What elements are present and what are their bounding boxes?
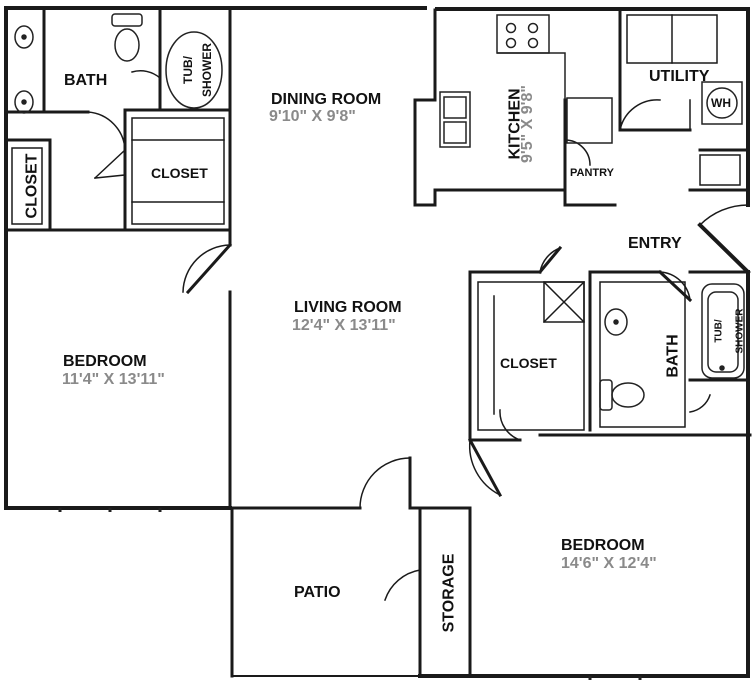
- label-storage: STORAGE: [440, 553, 458, 633]
- toilet-icon: [599, 379, 613, 411]
- door-bath-second-tub: [689, 394, 711, 413]
- door-patio: [359, 457, 411, 509]
- door-master-bath: [87, 111, 126, 151]
- exterior-walls: [4, 6, 750, 678]
- door-bath-tub: [131, 70, 162, 80]
- label-bath-master: BATH: [64, 72, 108, 89]
- label-bedroom-left: BEDROOM: [63, 353, 147, 370]
- tub-icon: [165, 31, 223, 109]
- label-utility: UTILITY: [649, 68, 710, 85]
- label-bath-second: BATH: [664, 334, 682, 378]
- interior-walls: [4, 8, 752, 678]
- door-pantry: [564, 139, 591, 166]
- fixtures: [14, 13, 745, 680]
- label-kitchen-dim: 9'5" X 9'8": [518, 85, 536, 163]
- sink-icon: [14, 90, 34, 114]
- door-storage: [384, 569, 421, 601]
- door-entry: [698, 204, 749, 227]
- label-closet-master: CLOSET: [151, 165, 208, 181]
- label-closet-right: CLOSET: [500, 355, 557, 371]
- label-closet-left: CLOSET: [23, 153, 41, 219]
- kitchen-sink-icon: [439, 91, 471, 148]
- stove-icon: [496, 14, 550, 54]
- sink-icon: [14, 25, 34, 49]
- door-master-closet: [94, 174, 126, 179]
- label-dining-room: DINING ROOM: [271, 91, 382, 108]
- label-bedroom-right-dim: 14'6" X 12'4": [561, 555, 657, 572]
- label-living-room: LIVING ROOM: [294, 299, 402, 316]
- label-tub-master-2: SHOWER: [200, 43, 214, 97]
- label-bedroom-right: BEDROOM: [561, 537, 645, 554]
- label-tub-master-1: TUB/: [181, 56, 195, 84]
- door-bedroom-left: [182, 244, 231, 293]
- closet-outlines: [11, 14, 741, 431]
- sink-icon: [604, 308, 628, 336]
- label-pantry: PANTRY: [570, 167, 614, 179]
- label-patio: PATIO: [294, 584, 341, 601]
- refrigerator-icon: [566, 97, 613, 144]
- door-bedroom-right: [468, 439, 502, 497]
- door-right-bath: [659, 271, 691, 301]
- door-swings: [87, 70, 751, 631]
- water-heater-icon: [701, 81, 743, 125]
- label-bedroom-left-dim: 11'4" X 13'11": [62, 371, 165, 388]
- label-living-dim: 12'4" X 13'11": [292, 317, 396, 334]
- door-closet-right-2: [499, 409, 521, 441]
- label-tub-second-2: SHOWER: [734, 308, 746, 354]
- label-dining-dim: 9'10" X 9'8": [269, 108, 356, 125]
- label-tub-second-1: TUB/: [713, 319, 725, 343]
- door-utility: [619, 99, 661, 131]
- tub-icon: [701, 283, 745, 379]
- label-wh: WH: [711, 96, 731, 110]
- toilet-icon: [111, 13, 143, 27]
- label-entry: ENTRY: [628, 235, 682, 252]
